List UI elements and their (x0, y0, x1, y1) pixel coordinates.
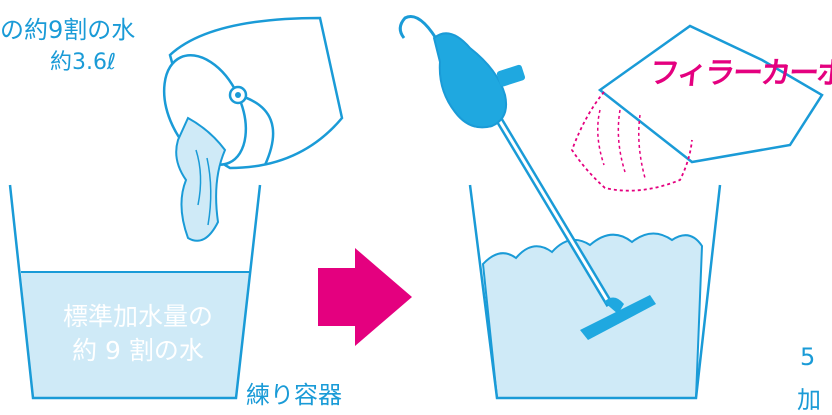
process-arrow (318, 248, 412, 346)
mixer-side-handle (496, 64, 526, 87)
bucket-pouring (148, 18, 342, 241)
mixing-container-right (470, 185, 720, 398)
mixer-body (434, 33, 506, 127)
cut-text-label-2: 加 (797, 380, 821, 415)
bucket-handle-pivot-center (235, 92, 241, 98)
container-name-label: 練り容器 (246, 375, 342, 410)
mixture-in-container-right (483, 233, 702, 398)
container-water-label: 標準加水量の 約 9 割の水 (38, 300, 238, 368)
container-water-label-line2: 約 9 割の水 (38, 334, 238, 368)
product-brand-label: フィラーカーボン (648, 48, 832, 92)
container-water-label-line1: 標準加水量の (38, 300, 238, 334)
cut-text-label-1: 5 (800, 343, 815, 371)
water-volume-label: 約3.6ℓ (50, 44, 116, 76)
water-fraction-top-label: の約9割の水 (0, 10, 135, 45)
bag-outline (600, 26, 822, 162)
